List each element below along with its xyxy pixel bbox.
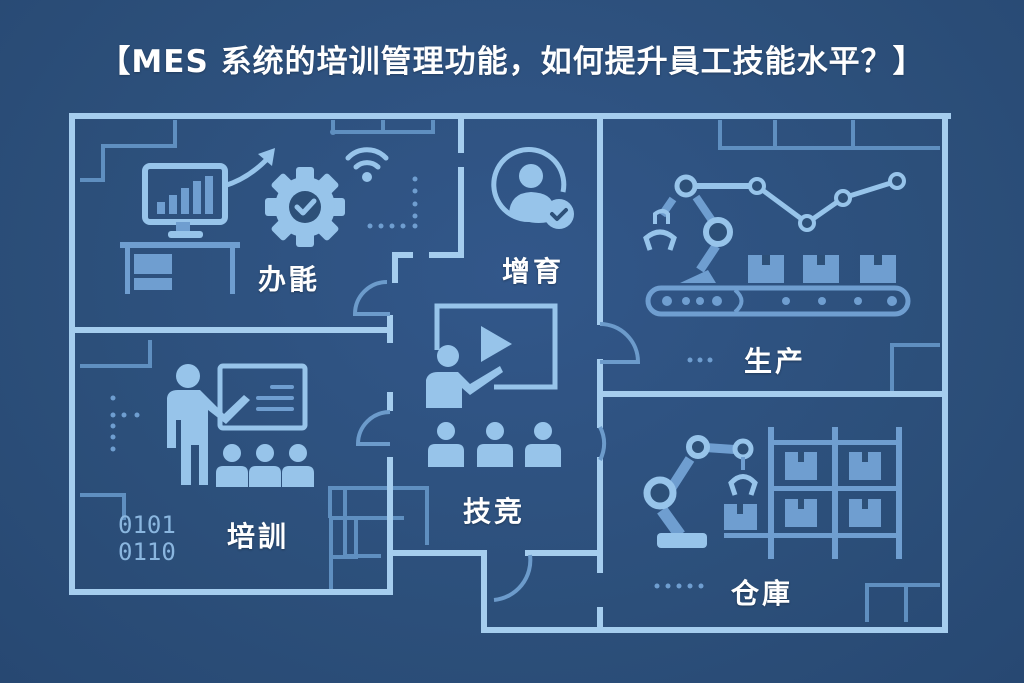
room-label-warehouse: 仓庫: [731, 577, 794, 610]
robot-arm-icon: [643, 435, 758, 548]
user-check-icon: [491, 147, 574, 229]
desk-icon: [120, 242, 240, 294]
audience-icon: [216, 444, 314, 487]
gear-check-icon: [265, 167, 345, 247]
room-label-enhance: 增育: [502, 255, 565, 288]
dotted-decoration: [687, 357, 713, 363]
dotted-decoration: [110, 395, 140, 452]
room-label-skills: 技竞: [463, 495, 526, 528]
room-label-production: 生产: [744, 345, 807, 378]
conveyor-belt-icon: [645, 285, 911, 317]
room-label-training: 培訓: [227, 520, 290, 553]
monitor-chart-icon: [142, 163, 228, 238]
binary-code-text: 0101 0110: [118, 511, 176, 566]
room-label-office: 办毷: [258, 263, 321, 296]
line-chart-icon: [748, 172, 906, 232]
doors: [352, 280, 641, 602]
audience-icon: [428, 422, 561, 467]
growth-arrow-icon: [223, 148, 275, 189]
shelf-boxes-icon: [724, 427, 902, 559]
teacher-whiteboard-icon: [167, 363, 308, 485]
wifi-icon: [345, 147, 389, 182]
dotted-path-decoration: [367, 176, 418, 229]
robot-arm-icon: [643, 174, 757, 283]
decorative-lines: [80, 120, 940, 622]
video-presentation-icon: [426, 303, 558, 408]
box-icon: [748, 255, 896, 283]
dotted-decoration: [654, 583, 704, 589]
walls: [69, 113, 951, 633]
page-title: 【MES 系统的培训管理功能，如何提升員工技能水平？】: [99, 44, 925, 80]
